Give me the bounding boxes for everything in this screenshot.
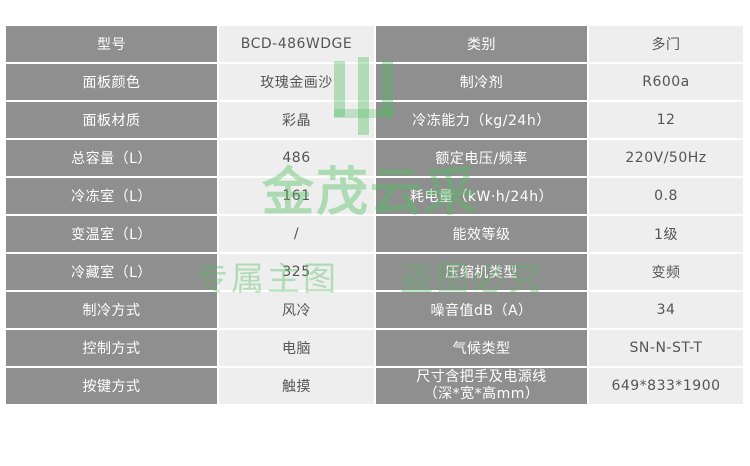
value-compressor-type: 变频	[587, 252, 745, 292]
value-panel-color: 玫瑰金画沙	[217, 62, 376, 102]
table-row: 冷冻室（L） 161 耗电量（kW·h/24h） 0.8	[4, 176, 745, 216]
value-cooling-method: 风冷	[217, 290, 376, 330]
value-control-method: 电脑	[217, 328, 376, 368]
value-freezing-capacity: 12	[587, 100, 745, 140]
label-freezing-capacity: 冷冻能力（kg/24h）	[374, 100, 589, 140]
label-refrigerant: 制冷剂	[374, 62, 589, 102]
value-climate-type: SN-N-ST-T	[587, 328, 745, 368]
table-row: 按键方式 触摸 尺寸含把手及电源线 （深*宽*高mm） 649*833*1900	[4, 366, 745, 406]
label-cooling-method: 制冷方式	[4, 290, 219, 330]
value-fridge: 325	[217, 252, 376, 292]
value-voltage-frequency: 220V/50Hz	[587, 138, 745, 178]
table-row: 型号 BCD-486WDGE 类别 多门	[4, 24, 745, 64]
label-noise: 噪音值dB（A）	[374, 290, 589, 330]
value-model: BCD-486WDGE	[217, 24, 376, 64]
value-button-method: 触摸	[217, 366, 376, 406]
label-variable-compartment: 变温室（L）	[4, 214, 219, 254]
value-energy-grade: 1级	[587, 214, 745, 254]
table-row: 冷藏室（L） 325 压缩机类型 变频	[4, 252, 745, 292]
label-fridge: 冷藏室（L）	[4, 252, 219, 292]
label-voltage-frequency: 额定电压/频率	[374, 138, 589, 178]
table-row: 总容量（L） 486 额定电压/频率 220V/50Hz	[4, 138, 745, 178]
table-row: 变温室（L） / 能效等级 1级	[4, 214, 745, 254]
table-row: 面板材质 彩晶 冷冻能力（kg/24h） 12	[4, 100, 745, 140]
value-refrigerant: R600a	[587, 62, 745, 102]
label-button-method: 按键方式	[4, 366, 219, 406]
label-power-consumption: 耗电量（kW·h/24h）	[374, 176, 589, 216]
label-model: 型号	[4, 24, 219, 64]
table-row: 制冷方式 风冷 噪音值dB（A） 34	[4, 290, 745, 330]
table-row: 控制方式 电脑 气候类型 SN-N-ST-T	[4, 328, 745, 368]
label-control-method: 控制方式	[4, 328, 219, 368]
value-category: 多门	[587, 24, 745, 64]
label-dimensions-line2: （深*宽*高mm）	[423, 386, 540, 402]
label-panel-color: 面板颜色	[4, 62, 219, 102]
label-panel-material: 面板材质	[4, 100, 219, 140]
value-total-capacity: 486	[217, 138, 376, 178]
label-climate-type: 气候类型	[374, 328, 589, 368]
label-total-capacity: 总容量（L）	[4, 138, 219, 178]
value-dimensions: 649*833*1900	[587, 366, 745, 406]
label-compressor-type: 压缩机类型	[374, 252, 589, 292]
value-power-consumption: 0.8	[587, 176, 745, 216]
spec-table: 型号 BCD-486WDGE 类别 多门 面板颜色 玫瑰金画沙 制冷剂 R600…	[4, 24, 745, 406]
value-panel-material: 彩晶	[217, 100, 376, 140]
value-noise: 34	[587, 290, 745, 330]
label-energy-grade: 能效等级	[374, 214, 589, 254]
value-freezer: 161	[217, 176, 376, 216]
label-category: 类别	[374, 24, 589, 64]
table-row: 面板颜色 玫瑰金画沙 制冷剂 R600a	[4, 62, 745, 102]
label-dimensions-line1: 尺寸含把手及电源线	[416, 369, 547, 385]
label-freezer: 冷冻室（L）	[4, 176, 219, 216]
value-variable-compartment: /	[217, 214, 376, 254]
label-dimensions: 尺寸含把手及电源线 （深*宽*高mm）	[374, 366, 589, 406]
